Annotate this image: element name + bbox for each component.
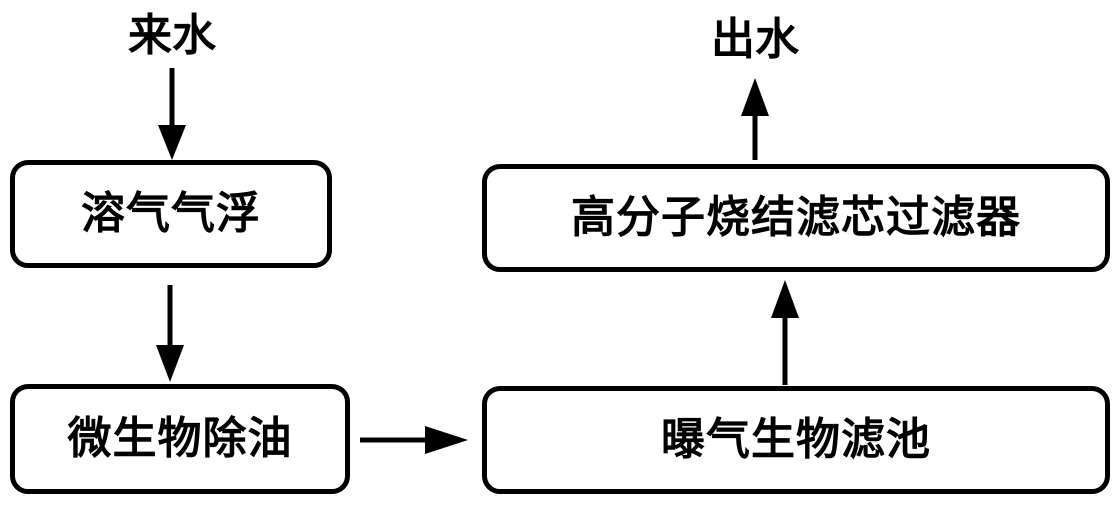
node-aerated-biofilter: 曝气生物滤池 — [482, 386, 1110, 494]
arrow-sintered-filter-to-outflow — [741, 78, 769, 160]
node-microbial-oil-removal-label: 微生物除油 — [67, 413, 293, 464]
arrow-inflow-to-flotation — [158, 68, 186, 160]
arrow-flotation-to-oil-removal — [156, 285, 184, 382]
node-dissolved-air-flotation: 溶气气浮 — [10, 160, 332, 268]
node-dissolved-air-flotation-label: 溶气气浮 — [81, 188, 261, 239]
inflow-label: 来水 — [128, 10, 216, 61]
node-polymer-sintered-filter-label: 高分子烧结滤芯过滤器 — [571, 192, 1021, 243]
node-microbial-oil-removal: 微生物除油 — [10, 384, 350, 494]
node-aerated-biofilter-label: 曝气生物滤池 — [661, 414, 931, 465]
arrow-oil-removal-to-biofilter — [360, 426, 468, 454]
node-polymer-sintered-filter: 高分子烧结滤芯过滤器 — [482, 164, 1110, 272]
outflow-label: 出水 — [711, 14, 799, 65]
arrow-biofilter-to-sintered-filter — [771, 280, 799, 385]
